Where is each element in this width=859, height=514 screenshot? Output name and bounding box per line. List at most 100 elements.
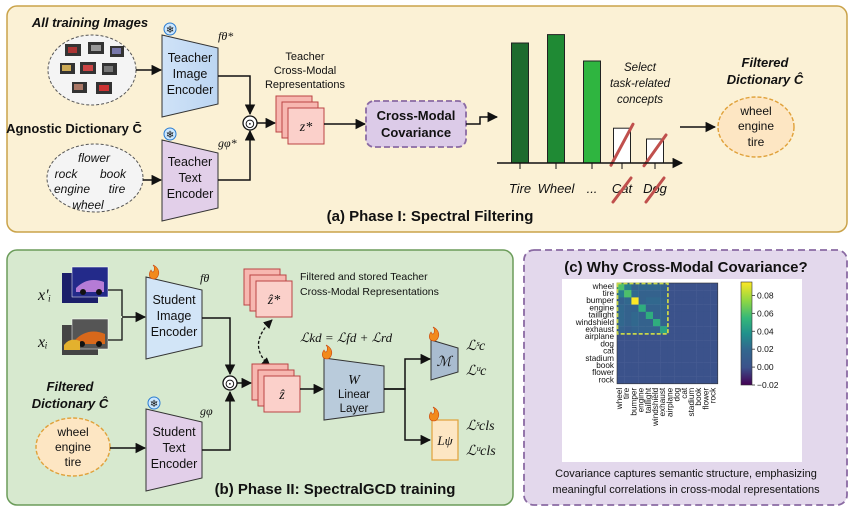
heatmap-row-label: stadium [585, 354, 614, 363]
m-symbol: ℳ [437, 355, 454, 370]
x-label: xᵢ [37, 334, 48, 351]
heatmap-cell [703, 297, 711, 305]
heatmap-cell [674, 311, 682, 320]
heatmap-cell [638, 347, 646, 356]
heatmap-cell [674, 283, 682, 291]
heatmap-column-label: bumper [629, 388, 638, 416]
prototype-classifier-head [430, 339, 459, 381]
heatmap-cell [667, 340, 675, 348]
kd-loss-formula: ℒkd = ℒfd + ℒrd [300, 330, 393, 345]
heatmap-cell [696, 326, 704, 334]
bar-strike [642, 133, 668, 168]
heatmap-cell [631, 340, 639, 348]
heatmap-cell [645, 319, 654, 327]
heatmap-cell [624, 376, 632, 384]
heatmap-cell [624, 326, 632, 334]
heatmap-cell [638, 311, 646, 320]
heatmap-cell [638, 304, 646, 312]
heatmap-cell [653, 290, 661, 298]
heatmap-cell [689, 311, 697, 320]
heatmap-cell [681, 376, 690, 384]
heatmap-cell [624, 333, 632, 341]
heatmap-cell [710, 326, 718, 334]
heatmap-cell [681, 333, 690, 341]
student-text-encoder-line2: Text [163, 441, 186, 455]
heatmap-cell [624, 340, 632, 348]
heatmap-cell [710, 340, 718, 348]
panel-c: (c) Why Cross-Modal Covariance? wheelwhe… [523, 249, 848, 506]
colorbar [740, 281, 753, 386]
heatmap-cell [703, 376, 711, 384]
p2-filtered-word: engine [55, 440, 91, 454]
heatmap-column-label: flower [701, 388, 710, 410]
heatmap-cell [681, 290, 690, 298]
heatmap-row-label: wheel [592, 282, 615, 291]
heatmap-cell [681, 340, 690, 348]
heatmap-cell [660, 347, 668, 356]
loss-c-unsupervised: ℒᵘc [466, 364, 487, 379]
loss-c-supervised: ℒˢc [466, 339, 486, 354]
heatmap-cell [696, 311, 704, 320]
heatmap-cell [667, 362, 675, 370]
heatmap-cell [645, 347, 654, 356]
heatmap-cell [667, 347, 675, 356]
heatmap-cell [617, 319, 625, 327]
l-psi-symbol: Lψ [436, 433, 453, 448]
heatmap-row-label: dog [600, 339, 614, 348]
heatmap-cell [624, 355, 632, 363]
heatmap-cell [631, 376, 639, 384]
heatmap-cell [710, 362, 718, 370]
heatmap-cell [681, 355, 690, 363]
heatmap-cell [631, 319, 639, 327]
heatmap-cell [645, 326, 654, 334]
heatmap-cell [624, 304, 632, 312]
heatmap-column-label: engine [637, 387, 646, 412]
filtered-dictionary-line2: Dictionary Ĉ [727, 72, 804, 87]
heatmap-cell [638, 376, 646, 384]
heatmap-cell [710, 304, 718, 312]
heatmap-cell [667, 326, 675, 334]
student-image-encoder [145, 276, 203, 360]
heatmap-row-label: windshield [575, 318, 615, 327]
heatmap-cell [696, 355, 704, 363]
heatmap-cell [703, 304, 711, 312]
heatmap-cell [703, 311, 711, 320]
heatmap-cell [617, 290, 625, 298]
heatmap-column-label: rock [709, 387, 718, 403]
heatmap-cell [653, 376, 661, 384]
heatmap-cell [667, 311, 675, 320]
heatmap-cell [645, 340, 654, 348]
snowflake-icon: ❄ [163, 22, 177, 36]
heatmap-cell [660, 355, 668, 363]
fire-icon [429, 406, 440, 422]
bar-strike [609, 122, 635, 167]
svg-text:❄: ❄ [150, 399, 158, 410]
heatmap-cell [624, 347, 632, 356]
panel-c-caption-line1: Covariance captures semantic structure, … [555, 468, 817, 480]
heatmap-cell [653, 311, 661, 320]
heatmap-cell [681, 297, 690, 305]
heatmap-cell [660, 333, 668, 341]
panel-c-title: (c) Why Cross-Modal Covariance? [564, 259, 807, 276]
heatmap-cell [631, 283, 639, 291]
combine-symbol: ⊙ [245, 116, 256, 131]
heatmap-cell [645, 355, 654, 363]
heatmap-cell [653, 297, 661, 305]
heatmap-cell [696, 376, 704, 384]
heatmap-column-label: tire [622, 387, 631, 399]
colorbar-ticks: 0.080.060.040.020.00−0.02 [752, 290, 779, 390]
heatmap-cell [645, 283, 654, 291]
heatmap-column-label: exhaust [658, 387, 667, 416]
heatmap-cell [696, 362, 704, 370]
augmented-car-image [62, 266, 109, 303]
heatmap-cell [645, 362, 654, 370]
bar [583, 60, 601, 164]
linear-layer-symbol: W [348, 373, 361, 388]
heatmap-cell [645, 333, 654, 341]
label-strike [644, 176, 666, 204]
p2-filtered-dictionary-cloud [35, 417, 111, 477]
l-psi-head [431, 419, 459, 461]
dictionary-word: flower [78, 151, 111, 165]
heatmap-cell [638, 333, 646, 341]
